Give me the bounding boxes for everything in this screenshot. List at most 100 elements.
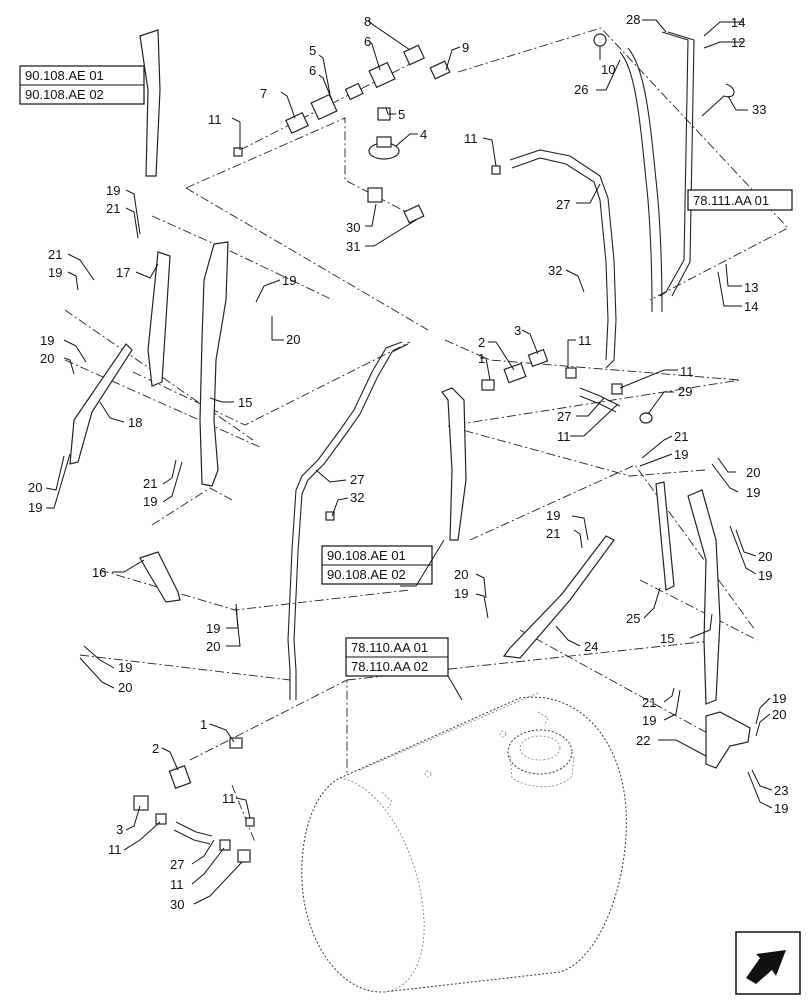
callout-28[interactable]: 28 — [626, 12, 640, 27]
callout-20-f[interactable]: 20 — [746, 465, 760, 480]
reference-box-tank[interactable]: 78.110.AA 01 78.110.AA 02 — [345, 637, 449, 677]
reference-78-110-aa-01: 78.110.AA 01 — [351, 640, 428, 655]
callout-20-g[interactable]: 20 — [758, 549, 772, 564]
callout-19-m[interactable]: 19 — [454, 586, 468, 601]
callout-21-e[interactable]: 21 — [546, 526, 560, 541]
callout-19-n[interactable]: 19 — [642, 713, 656, 728]
callout-21-a[interactable]: 21 — [106, 201, 120, 216]
callout-11-top-center[interactable]: 11 — [464, 131, 478, 146]
callout-9[interactable]: 9 — [462, 40, 469, 55]
callout-14-top[interactable]: 14 — [731, 15, 745, 30]
callout-19-d[interactable]: 19 — [40, 333, 54, 348]
callout-22[interactable]: 22 — [636, 733, 650, 748]
reference-90-108-ae-01-center: 90.108.AE 01 — [327, 548, 406, 563]
elbow-31 — [403, 204, 425, 224]
callout-27-top-right[interactable]: 27 — [556, 197, 570, 212]
callout-32-right[interactable]: 32 — [548, 263, 562, 278]
callout-21-b[interactable]: 21 — [48, 247, 62, 262]
callout-21-c[interactable]: 21 — [143, 476, 157, 491]
callout-16[interactable]: 16 — [92, 565, 106, 580]
callout-6-upper[interactable]: 6 — [364, 34, 371, 49]
callout-19-l[interactable]: 19 — [758, 568, 772, 583]
reference-78-110-aa-02: 78.110.AA 02 — [351, 659, 428, 674]
hose-27-upper — [509, 149, 617, 369]
callout-3-middle[interactable]: 3 — [514, 323, 521, 338]
callout-19-e[interactable]: 19 — [28, 500, 42, 515]
callout-19-j[interactable]: 19 — [746, 485, 760, 500]
reference-box-right[interactable]: 78.111.AA 01 — [687, 189, 793, 211]
callout-23[interactable]: 23 — [774, 783, 788, 798]
callout-21-f[interactable]: 21 — [642, 695, 656, 710]
callout-19-k[interactable]: 19 — [546, 508, 560, 523]
reference-90-108-ae-01: 90.108.AE 01 — [25, 68, 104, 83]
callout-19-i[interactable]: 19 — [674, 447, 688, 462]
callout-21-d[interactable]: 21 — [674, 429, 688, 444]
callout-30-top[interactable]: 30 — [346, 220, 360, 235]
callout-11-middle-b[interactable]: 11 — [680, 364, 694, 379]
callout-19-o[interactable]: 19 — [772, 691, 786, 706]
callout-20-d[interactable]: 20 — [206, 639, 220, 654]
callout-26[interactable]: 26 — [574, 82, 588, 97]
reference-90-108-ae-02: 90.108.AE 02 — [25, 87, 104, 102]
guard-strip-15-left — [199, 241, 229, 487]
callout-30-bottom[interactable]: 30 — [170, 897, 184, 912]
reference-box-center[interactable]: 90.108.AE 01 90.108.AE 02 — [321, 545, 433, 585]
callout-20-i[interactable]: 20 — [772, 707, 786, 722]
callout-1-middle[interactable]: 1 — [478, 351, 485, 366]
callout-19-p[interactable]: 19 — [774, 801, 788, 816]
callout-20-e[interactable]: 20 — [118, 680, 132, 695]
callout-31[interactable]: 31 — [346, 239, 360, 254]
callout-19-a[interactable]: 19 — [106, 183, 120, 198]
callout-12[interactable]: 12 — [731, 35, 745, 50]
callout-17[interactable]: 17 — [116, 265, 130, 280]
callout-24[interactable]: 24 — [584, 639, 598, 654]
callout-20-c[interactable]: 20 — [28, 480, 42, 495]
callout-11-bottom[interactable]: 11 — [170, 877, 184, 892]
callout-27-middle[interactable]: 27 — [350, 472, 364, 487]
elbow-8 — [402, 44, 426, 66]
callout-10[interactable]: 10 — [601, 62, 615, 77]
callout-3-bottom[interactable]: 3 — [116, 822, 123, 837]
callout-14-bottom[interactable]: 14 — [744, 299, 758, 314]
callouts: 8 6 9 5 6 7 5 4 11 30 31 11 10 26 28 14 … — [28, 12, 788, 912]
reference-box-top-left[interactable]: 90.108.AE 01 90.108.AE 02 — [19, 65, 145, 105]
callout-8[interactable]: 8 — [364, 14, 371, 29]
orientation-arrow-icon[interactable] — [735, 931, 801, 995]
callout-20-h[interactable]: 20 — [454, 567, 468, 582]
callout-33[interactable]: 33 — [752, 102, 766, 117]
callout-2-bottom[interactable]: 2 — [152, 741, 159, 756]
callout-29[interactable]: 29 — [678, 384, 692, 399]
callout-5-lower[interactable]: 5 — [398, 107, 405, 122]
callout-27-bottom[interactable]: 27 — [170, 857, 184, 872]
callout-4[interactable]: 4 — [420, 127, 427, 142]
callout-19-h[interactable]: 19 — [118, 660, 132, 675]
callout-32-middle[interactable]: 32 — [350, 490, 364, 505]
callout-11-middle-c[interactable]: 11 — [557, 429, 571, 444]
callout-27-middle-right[interactable]: 27 — [557, 409, 571, 424]
tee-fitting-6-upper — [368, 61, 396, 89]
callout-19-f[interactable]: 19 — [143, 494, 157, 509]
callout-11-middle-a[interactable]: 11 — [578, 333, 592, 348]
callout-13[interactable]: 13 — [744, 280, 758, 295]
callout-7[interactable]: 7 — [260, 86, 267, 101]
callout-15-right[interactable]: 15 — [660, 631, 674, 646]
reference-78-111-aa-01: 78.111.AA 01 — [693, 193, 769, 208]
callout-11-top-left[interactable]: 11 — [208, 112, 222, 127]
tee-fitting-6-lower — [310, 93, 338, 121]
callout-11-bottom-right[interactable]: 11 — [222, 791, 236, 806]
fitting-cluster-middle — [481, 348, 653, 424]
guard-strip-left-top — [139, 29, 161, 177]
callout-25[interactable]: 25 — [626, 611, 640, 626]
callout-2-middle[interactable]: 2 — [478, 335, 485, 350]
callout-19-c[interactable]: 19 — [282, 273, 296, 288]
callout-1-bottom[interactable]: 1 — [200, 717, 207, 732]
callout-5-upper[interactable]: 5 — [309, 43, 316, 58]
callout-11-bottom-left[interactable]: 11 — [108, 842, 122, 857]
callout-20-a[interactable]: 20 — [286, 332, 300, 347]
callout-20-b[interactable]: 20 — [40, 351, 54, 366]
callout-15-left[interactable]: 15 — [238, 395, 252, 410]
callout-19-b[interactable]: 19 — [48, 265, 62, 280]
callout-6-lower[interactable]: 6 — [309, 63, 316, 78]
callout-19-g[interactable]: 19 — [206, 621, 220, 636]
callout-18[interactable]: 18 — [128, 415, 142, 430]
